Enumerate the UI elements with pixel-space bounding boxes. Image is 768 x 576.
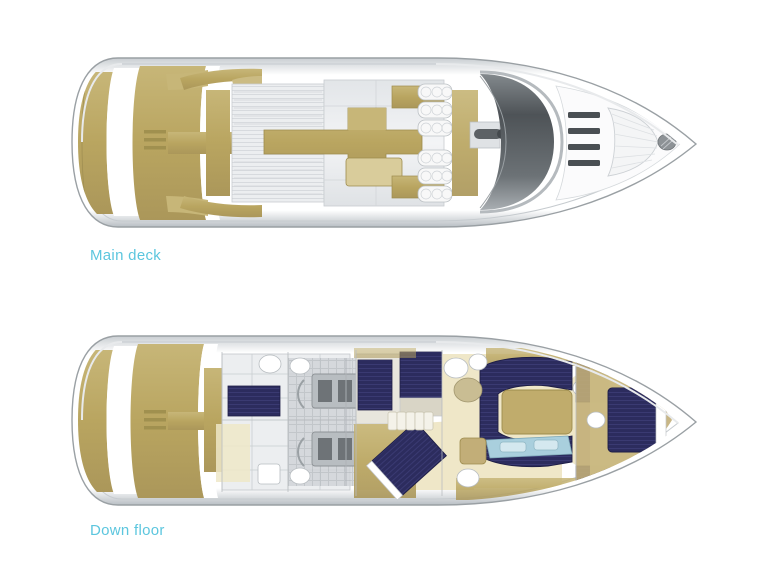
- hull-rub-rail: [81, 63, 679, 146]
- diagonal-double-berth: [366, 420, 447, 501]
- down-floor-label: Down floor: [90, 522, 165, 539]
- bulkhead-lines: [221, 350, 577, 496]
- main-deck-figure: [0, 50, 768, 250]
- bow-sunpad: [607, 107, 659, 177]
- swim-platform: [78, 350, 114, 492]
- bridge-coaming: [479, 70, 564, 214]
- crew-cabin-berth: [227, 385, 281, 417]
- main-deck-plan: [71, 57, 698, 228]
- galley-units: [443, 353, 488, 465]
- main-deck-label: Main deck: [90, 247, 162, 264]
- aft-cockpit-deck: [166, 68, 264, 218]
- transom-steps: [106, 344, 260, 498]
- down-floor-plan: [71, 335, 698, 506]
- dining-table: [501, 389, 573, 435]
- windshield: [479, 74, 554, 210]
- guest-cabin-stbd: [399, 351, 443, 417]
- galley-counter: [485, 435, 573, 459]
- salon-table: [345, 157, 403, 187]
- aft-guest-cabin: [355, 353, 409, 425]
- deck-vents: [568, 112, 600, 166]
- hull-rub-rail: [81, 341, 679, 424]
- aft-guest-berth: [357, 359, 393, 411]
- companionway-stairs: [387, 411, 434, 431]
- forward-vip-cabin: [576, 354, 672, 486]
- down-floor-figure: [0, 328, 768, 528]
